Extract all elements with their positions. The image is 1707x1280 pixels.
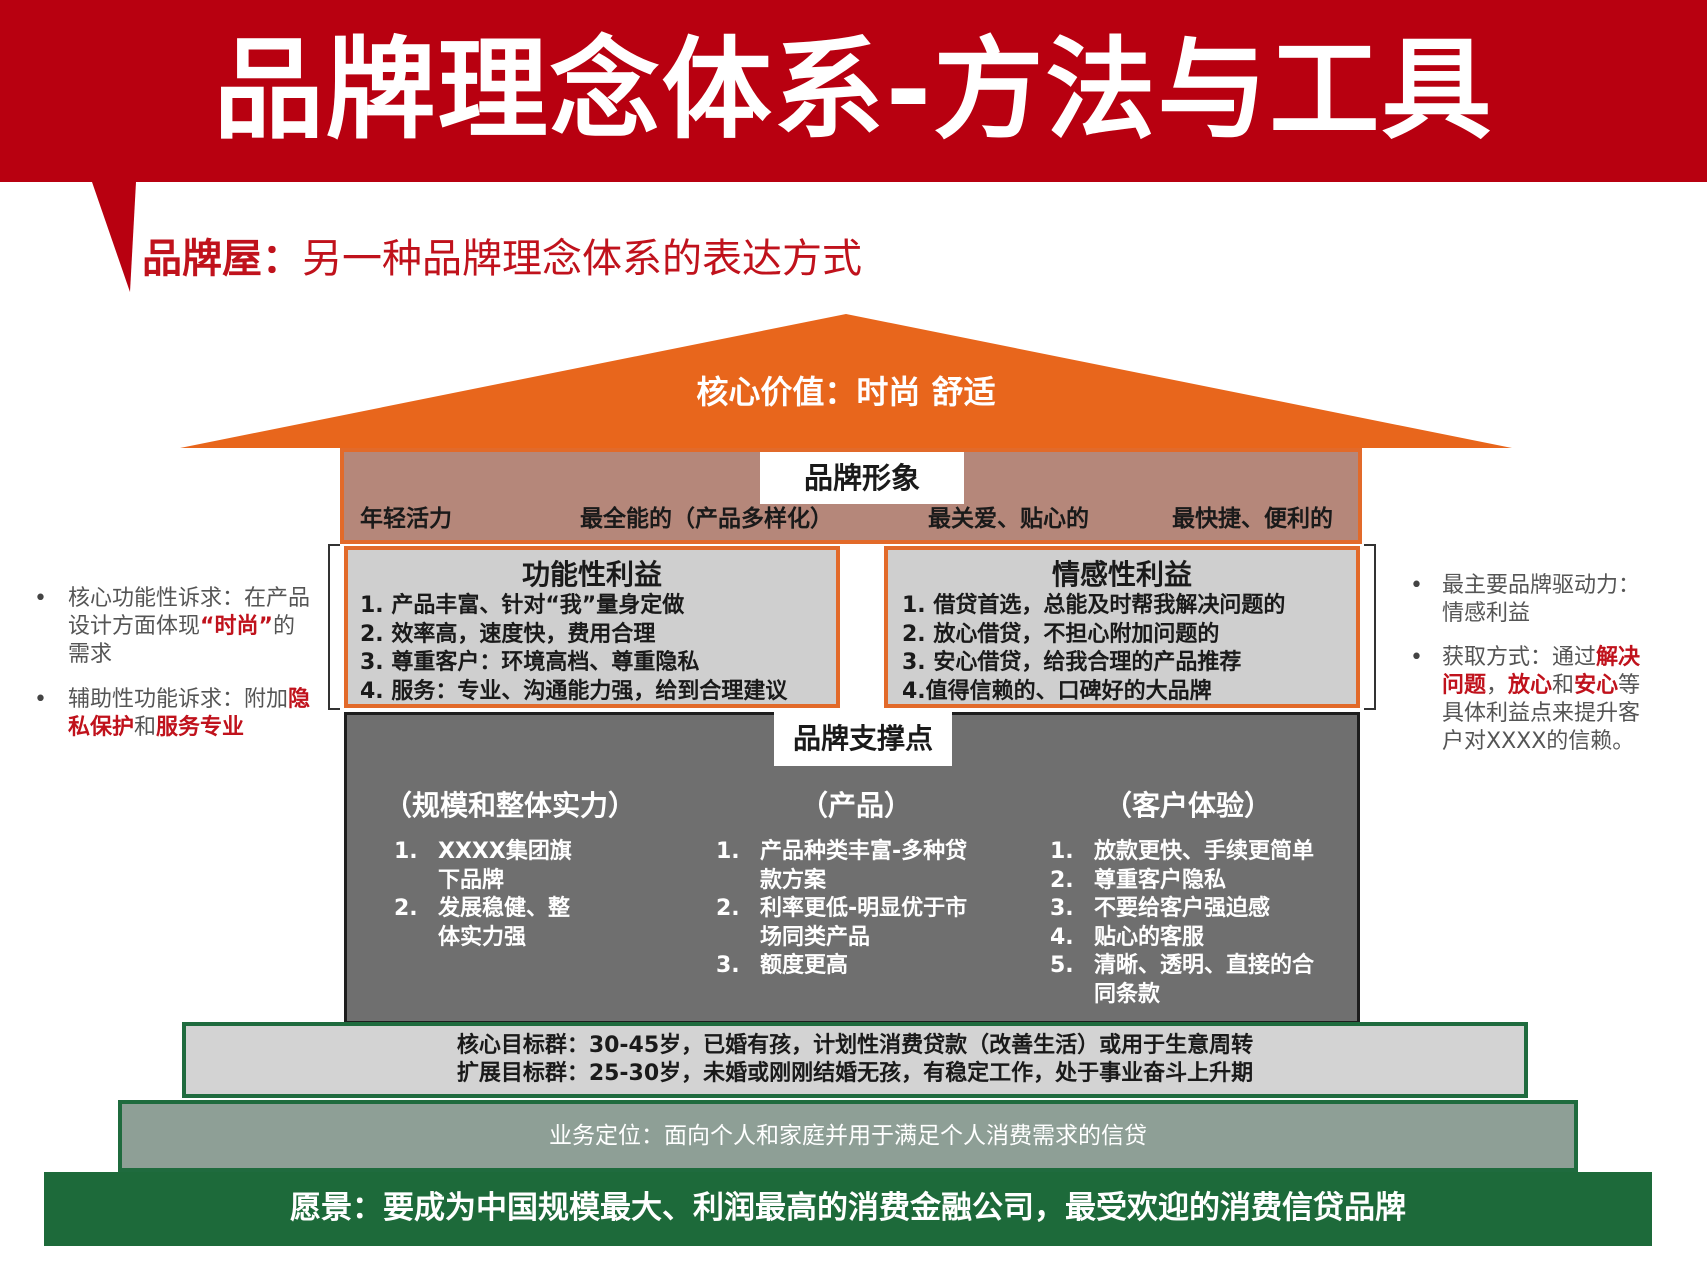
note-text: 核心功能性诉求：在产品设计方面体现: [68, 586, 311, 639]
brand-image-item: 最快捷、便利的: [1172, 506, 1333, 532]
emotional-benefit-title: 情感性利益: [1051, 558, 1192, 591]
page-title: 品牌理念体系-方法与工具: [213, 26, 1494, 154]
core-target-group: 核心目标群：30-45岁，已婚有孩，计划性消费贷款（改善生活）或用于生意周转: [456, 1033, 1254, 1058]
list-item: 2. 放心借贷，不担心附加问题的: [902, 621, 1220, 647]
house-roof: [180, 314, 1512, 448]
list-text: 产品种类丰富-多种贷 款方案: [760, 839, 968, 893]
list-text: 贴心的客服: [1094, 924, 1205, 950]
support-column-title: （产品）: [800, 789, 913, 822]
note-highlight: 服务专业: [156, 715, 245, 740]
list-item: 2. 利率更低-明显优于市 场同类产品: [716, 895, 967, 952]
right-note-acquisition-method: 获取方式：通过解决问题，放心和安心等具体利益点来提升客户对XXXX的信赖。: [1442, 644, 1652, 756]
emotional-benefit-panel: [884, 546, 1360, 708]
list-item: 1. 产品种类丰富-多种贷 款方案: [716, 838, 967, 895]
note-text: 辅助性功能诉求：附加: [68, 687, 289, 712]
note-text: 和: [1552, 673, 1575, 698]
note-highlight: 隐私保护: [68, 687, 311, 740]
list-number: 1.: [716, 839, 740, 864]
list-item: 3. 安心借贷，给我合理的产品推荐: [902, 650, 1242, 675]
bullet-dot: •: [34, 687, 47, 712]
header-bar: [0, 0, 1707, 182]
brand-support-title: 品牌支撑点: [774, 712, 952, 766]
brand-image-item: 年轻活力: [360, 506, 452, 532]
list-number: 1.: [394, 839, 418, 864]
business-positioning-text: 业务定位：面向个人和家庭并用于满足个人消费需求的信贷: [549, 1123, 1147, 1149]
list-text: 清晰、透明、直接的合 同条款: [1094, 953, 1315, 1007]
note-highlight: 解决问题: [1442, 645, 1641, 698]
note-text: ，: [1486, 673, 1509, 698]
functional-benefit-title: 功能性利益: [521, 558, 662, 591]
list-item: 1. 借贷首选，总能及时帮我解决问题的: [902, 593, 1286, 618]
brand-image-title: 品牌形象: [760, 452, 964, 504]
subtitle-text: 另一种品牌理念体系的表达方式: [302, 236, 862, 282]
list-number: 3.: [716, 953, 740, 978]
list-text: 利率更低-明显优于市 场同类产品: [760, 896, 968, 950]
list-number: 4.: [1050, 924, 1074, 950]
functional-benefit-list: 1. 产品丰富、针对“我”量身定做 2. 效率高，速度快，费用合理 3. 尊重客…: [360, 592, 787, 706]
list-item: 3. 尊重客户：环境高档、尊重隐私: [360, 650, 700, 675]
left-note-auxiliary-function: 辅助性功能诉求：附加隐私保护和服务专业: [68, 686, 316, 742]
subtitle-label: 品牌屋：: [142, 236, 302, 282]
brand-image-item: 最关爱、贴心的: [928, 506, 1089, 532]
list-text: 额度更高: [760, 953, 849, 978]
vision-text: 愿景：要成为中国规模最大、利润最高的消费金融公司，最受欢迎的消费信贷品牌: [290, 1190, 1406, 1226]
list-item: 1. XXXX集团旗 下品牌: [394, 838, 572, 895]
note-highlight: 安心: [1574, 673, 1619, 698]
list-item: 5. 清晰、透明、直接的合 同条款: [1050, 952, 1314, 1009]
bullet-dot: •: [34, 586, 47, 611]
list-text: 发展稳健、整 体实力强: [438, 896, 571, 950]
list-number: 5.: [1050, 953, 1074, 978]
list-item: 4.值得信赖的、口碑好的大品牌: [902, 678, 1212, 704]
target-group-band: [182, 1022, 1528, 1098]
list-text: 尊重客户隐私: [1094, 867, 1227, 893]
list-number: 1.: [1050, 839, 1074, 864]
right-bracket: [1364, 544, 1376, 710]
core-value-text: 核心价值：时尚 舒适: [696, 373, 996, 411]
note-text: 和: [134, 715, 157, 740]
list-item: 4. 服务：专业、沟通能力强，给到合理建议: [360, 678, 788, 704]
list-number: 2.: [1050, 867, 1074, 893]
support-column-title: （客户体验）: [1104, 789, 1273, 822]
note-text: 等具体利益点来提升客户对XXXX的信赖。: [1442, 673, 1641, 754]
right-note-brand-driver: 最主要品牌驱动力：情感利益: [1442, 573, 1641, 626]
functional-benefit-panel: [344, 546, 840, 708]
brand-image-item: 最全能的（产品多样化）: [580, 506, 833, 532]
list-item: 1. 产品丰富、针对“我”量身定做: [360, 593, 685, 618]
list-number: 2.: [394, 896, 418, 921]
support-column-list: 1. 放款更快、手续更简单 2. 尊重客户隐私 3. 不要给客户强迫感 4. 贴心的客服…: [1050, 838, 1314, 1009]
note-text: 获取方式：通过: [1442, 645, 1597, 670]
note-text: 的需求: [68, 614, 295, 667]
left-note-core-function: 核心功能性诉求：在产品设计方面体现“时尚”的需求: [68, 585, 316, 669]
bullet-dot: •: [1410, 645, 1423, 670]
list-item: 1. 放款更快、手续更简单: [1050, 838, 1314, 867]
list-item: 2. 尊重客户隐私: [1050, 867, 1314, 896]
support-column-list: 1. 产品种类丰富-多种贷 款方案 2. 利率更低-明显优于市 场同类产品 3. 额度…: [716, 838, 967, 981]
note-highlight: “时尚”: [200, 614, 273, 639]
vision-band: [44, 1172, 1652, 1246]
list-text: 放款更快、手续更简单: [1094, 839, 1315, 864]
list-text: 不要给客户强迫感: [1094, 896, 1271, 921]
note-highlight: 放心: [1508, 673, 1553, 698]
list-item: 3. 额度更高: [716, 952, 967, 981]
list-item: 2. 发展稳健、整 体实力强: [394, 895, 572, 952]
list-item: 3. 不要给客户强迫感: [1050, 895, 1314, 924]
subtitle: 品牌屋：另一种品牌理念体系的表达方式: [142, 232, 862, 286]
extended-target-group: 扩展目标群：25-30岁，未婚或刚刚结婚无孩，有稳定工作，处于事业奋斗上升期: [456, 1061, 1254, 1086]
list-number: 3.: [1050, 896, 1074, 921]
list-text: XXXX集团旗 下品牌: [438, 839, 572, 893]
header-tail-decoration: [92, 182, 136, 292]
emotional-benefit-list: 1. 借贷首选，总能及时帮我解决问题的 2. 放心借贷，不担心附加问题的 3. …: [902, 592, 1285, 706]
business-positioning-band: [118, 1100, 1578, 1172]
support-column-list: 1. XXXX集团旗 下品牌 2. 发展稳健、整 体实力强: [394, 838, 572, 952]
support-column-title: （规模和整体实力）: [384, 789, 637, 822]
list-number: 2.: [716, 896, 740, 921]
bullet-dot: •: [1410, 573, 1423, 598]
list-item: 2. 效率高，速度快，费用合理: [360, 621, 656, 647]
left-bracket: [328, 544, 340, 710]
list-item: 4. 贴心的客服: [1050, 924, 1314, 953]
